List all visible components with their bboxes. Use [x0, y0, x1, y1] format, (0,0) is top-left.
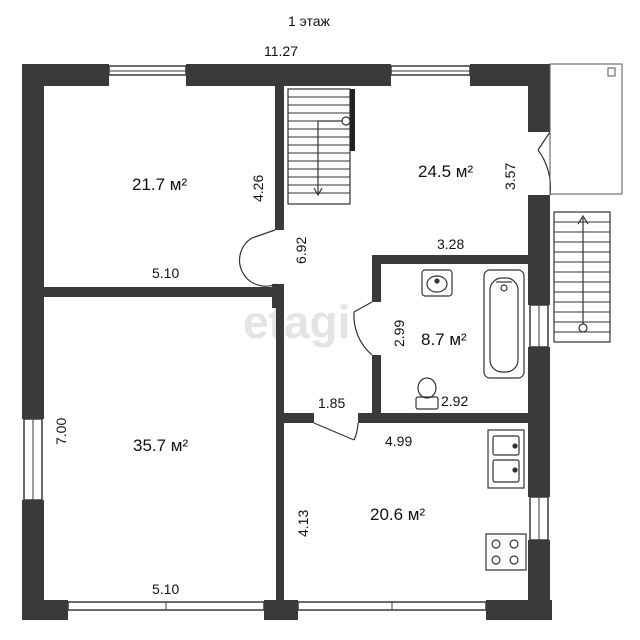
dim-bottom-left-width: 5.10	[152, 581, 179, 597]
dim-overall-width: 11.27	[264, 43, 298, 59]
dim-bottom-left-height: 7.00	[53, 418, 69, 445]
dim-bath-height: 2.99	[391, 320, 407, 347]
doors	[239, 131, 552, 441]
dim-hall-length: 6.92	[293, 237, 309, 264]
interior-walls	[42, 84, 530, 600]
porch	[549, 63, 623, 195]
room-area-kitchen: 20.6 м²	[370, 505, 425, 524]
dim-kitchen-width: 4.99	[385, 433, 412, 449]
dim-hall-width: 1.85	[318, 395, 345, 411]
dim-kitchen-height: 4.13	[295, 510, 311, 537]
kitchen-fixtures	[485, 429, 527, 571]
dim-bath-bottom: 2.92	[441, 393, 468, 409]
dim-top-left-height: 4.26	[250, 175, 266, 202]
interior-stair	[287, 88, 355, 205]
dim-top-center-height: 3.57	[502, 163, 518, 190]
outer-walls	[22, 64, 552, 620]
room-area-bathroom: 8.7 м²	[421, 330, 467, 349]
watermark-text: etagi	[243, 296, 350, 348]
room-area-top-center: 24.5 м²	[418, 162, 473, 181]
bathroom-fixtures	[415, 269, 525, 410]
window-mullions	[32, 70, 540, 610]
dim-bath-width: 3.28	[437, 236, 464, 252]
room-area-top-left: 21.7 м²	[132, 175, 187, 194]
room-area-bottom-left: 35.7 м²	[133, 436, 188, 455]
exterior-stair	[553, 211, 611, 343]
floor-title: 1 этаж	[288, 13, 331, 29]
dim-top-left-width: 5.10	[152, 265, 179, 281]
